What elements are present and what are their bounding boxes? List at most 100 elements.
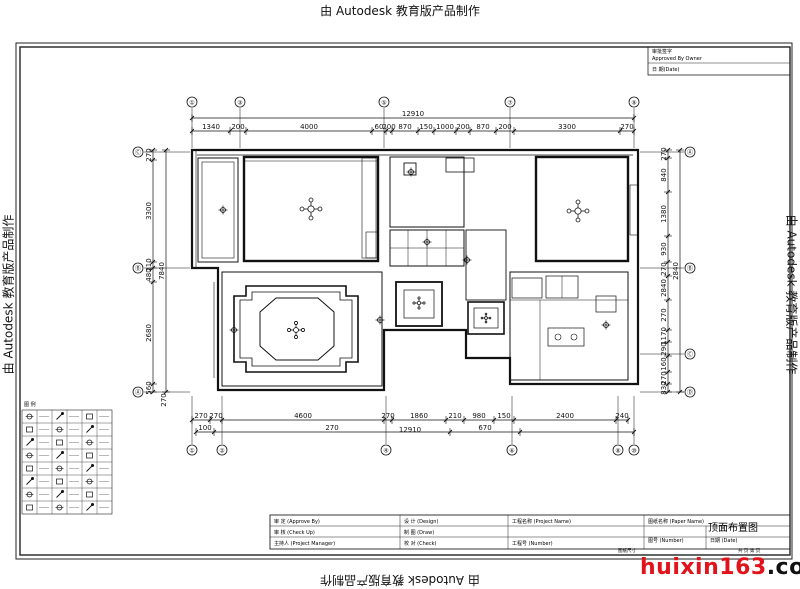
corridor [466, 230, 506, 300]
left-dim-label: 2680 [145, 324, 153, 342]
svg-text:Ⓑ: Ⓑ [135, 265, 141, 273]
living-room-ceiling [244, 157, 378, 261]
svg-text:Ⓐ: Ⓐ [135, 389, 141, 397]
legend-symbol-icon [86, 479, 94, 484]
grid-marker-bottom: ④ [381, 445, 391, 455]
site-brand: huixin163.com [640, 555, 800, 580]
svg-text:④: ④ [383, 448, 388, 455]
legend-symbol-icon [27, 439, 34, 446]
approval-box: 审批签字 Approved By Owner 日 期(Date) [648, 47, 790, 75]
legend-symbol-icon [57, 491, 64, 498]
tb-draw: 制 图 (Draw) [404, 529, 434, 536]
top-row-dim-label: 200 [498, 123, 511, 131]
legend-symbol-icon [57, 413, 64, 420]
bottom-row-dim-label: 270 [209, 412, 222, 420]
legend-symbol-icon [87, 414, 93, 419]
ceiling-light-toilet-icon [481, 313, 491, 323]
grid-marker-top: ⑨ [629, 97, 639, 107]
legend-table: 图 例 [22, 401, 112, 514]
legend-title: 图 例 [24, 401, 36, 408]
legend-symbol-icon [27, 505, 33, 510]
grid-marker-bottom: ⑩ [629, 445, 639, 455]
grid-marker-right: Ⓓ [685, 387, 695, 397]
bottom-row-dim-label: 210 [448, 412, 461, 420]
right-total-dim-label: 2840 [672, 262, 680, 280]
approval-label-en: Approved By Owner [652, 56, 703, 62]
legend-symbol-icon [56, 427, 64, 432]
legend-symbol-icon [27, 466, 33, 471]
tb-date: 日期 (Date) [710, 538, 737, 544]
tb-project-name: 工程名称 (Project Name) [512, 518, 571, 525]
left-dim-label: 480 [145, 268, 153, 281]
grid-marker-bottom: ① [187, 445, 197, 455]
bottom-row-dim-label: 1860 [410, 412, 428, 420]
bottom-row2-dim-label: 100 [198, 424, 211, 432]
decorative-ceiling-inner [260, 298, 334, 360]
svg-text:Ⓐ: Ⓐ [687, 149, 693, 157]
right-dim-label: 290 [660, 342, 668, 355]
top-total-dim-label: 12910 [402, 110, 424, 118]
bottom-row2-dim-label: 270 [325, 424, 338, 432]
grid-marker-right: Ⓐ [685, 147, 695, 157]
svg-text:②: ② [219, 448, 225, 455]
grid-marker-bottom: ② [217, 445, 227, 455]
top-row-dim-label: 200 [231, 123, 244, 131]
top-row-dim-label: 4000 [300, 123, 318, 131]
right-dim-label: 930 [660, 242, 668, 255]
left-dim-label: 560 [145, 381, 153, 394]
grid-marker-bottom: ⑧ [613, 445, 623, 455]
tb-approve: 审 定 (Approve By) [274, 518, 320, 525]
legend-symbol-icon [57, 452, 64, 459]
legend-symbol-icon [56, 466, 64, 471]
legend-symbol-icon [27, 427, 33, 432]
bottom-row-dim-label: 270 [194, 412, 207, 420]
bottom-row-dim-label: 240 [615, 412, 628, 420]
grid-marker-top: ⑦ [505, 97, 515, 107]
tb-manager: 主持人 (Project Manager) [274, 540, 335, 547]
tb-bottom-right: 共 页 第 页 [738, 547, 761, 554]
grid-marker-top: ⑤ [379, 97, 389, 107]
tb-project-no: 工程号 (Number) [512, 540, 553, 547]
right-dim-label: 270 [660, 308, 668, 321]
svg-text:Ⓑ: Ⓑ [687, 265, 693, 273]
exterior-wall [192, 150, 638, 390]
brand-part-2: .com [767, 555, 800, 580]
downlight-balcony-icon [219, 206, 228, 215]
tb-check: 审 核 (Check Up) [274, 529, 315, 536]
svg-text:⑩: ⑩ [631, 448, 636, 455]
chandelier-dining-icon [287, 321, 304, 338]
legend-symbol-icon [56, 505, 64, 510]
toilet-ceiling [468, 302, 504, 334]
kitchen-area [390, 157, 464, 227]
legend-symbol-icon [57, 479, 63, 484]
svg-text:①: ① [189, 448, 194, 455]
grid-marker-right: Ⓑ [685, 263, 695, 273]
tb-bottom-left: 图纸尺寸 [618, 547, 636, 554]
svg-text:⑥: ⑥ [509, 448, 514, 455]
right-dim-label: 830 [660, 381, 668, 394]
brand-part-1: huixin163 [640, 555, 767, 580]
kitchen-right [510, 272, 628, 380]
downlight-cabinet-icon [423, 238, 432, 247]
grid-marker-bottom: ⑥ [507, 445, 517, 455]
svg-text:⑧: ⑧ [615, 448, 620, 455]
legend-symbol-icon [26, 414, 34, 419]
top-row-dim-label: 200 [456, 123, 469, 131]
right-dim-label: 270 [660, 147, 668, 160]
balcony-left [198, 158, 238, 262]
bottom-row-dim-label: 2400 [556, 412, 574, 420]
left-dim-label: 270 [145, 148, 153, 161]
grid-marker-left: Ⓐ [133, 387, 143, 397]
approval-label: 审批签字 [652, 48, 672, 55]
right-dim-label: 1170 [660, 327, 668, 345]
top-row-dim-label: 200 [382, 123, 395, 131]
tb-paper-no: 图号 (Number) [648, 538, 684, 544]
bottom-row2-dim-label: 670 [478, 424, 491, 432]
legend-symbol-icon [87, 465, 94, 472]
bathroom-ceiling [396, 282, 442, 326]
top-row-dim-label: 150 [419, 123, 432, 131]
tb-design: 设 计 (Design) [404, 518, 438, 525]
svg-text:③: ③ [237, 100, 242, 107]
